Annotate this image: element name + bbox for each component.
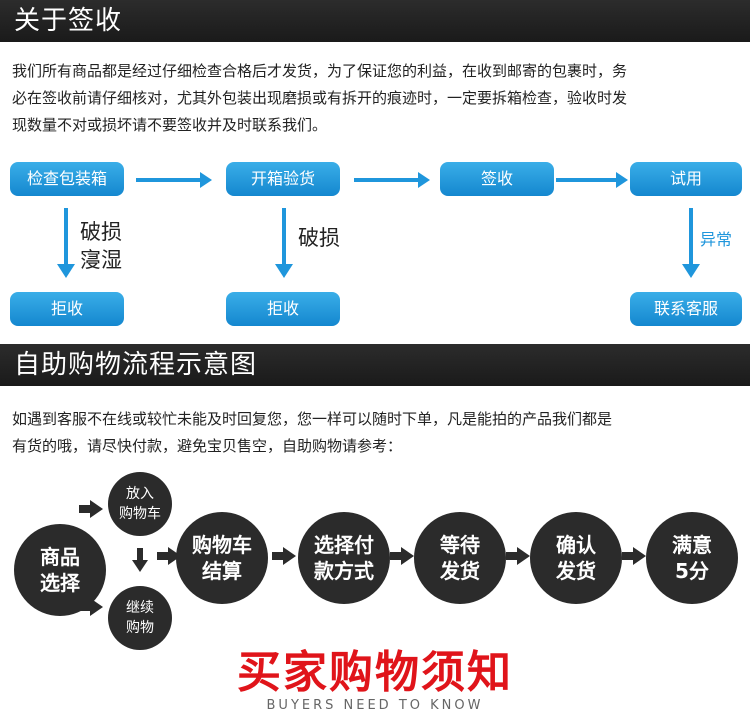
circle-text: 款方式: [314, 559, 374, 583]
section-title-sign: 关于签收: [14, 6, 123, 36]
arrow-right-icon: [556, 172, 628, 188]
circle-text: 发货: [440, 559, 480, 583]
circle-wait-shipping: 等待 发货: [414, 512, 506, 604]
sign-intro-line: 必在签收前请仔细核对，尤其外包装出现磨损或有拆开的痕迹时，一定要拆箱检查，验收时…: [12, 89, 628, 107]
note-line: 寖湿: [80, 248, 122, 272]
section-banner-sign: 关于签收: [0, 0, 750, 42]
damage-wet-note: 破损 寖湿: [80, 218, 122, 274]
sign-intro-line: 现数量不对或损坏请不要签收并及时联系我们。: [12, 116, 328, 134]
step-check-box: 检查包装箱: [10, 162, 124, 196]
circle-text: 发货: [556, 559, 596, 583]
arrow-right-icon: [272, 547, 296, 565]
circle-text: 商品: [40, 545, 80, 569]
circle-text: 结算: [202, 559, 242, 583]
result-reject: 拒收: [10, 292, 124, 326]
step-open-inspect: 开箱验货: [226, 162, 340, 196]
circle-continue-shopping: 继续 购物: [108, 586, 172, 650]
result-reject: 拒收: [226, 292, 340, 326]
section-banner-self-service: 自助购物流程示意图: [0, 344, 750, 386]
sign-intro: 我们所有商品都是经过仔细检查合格后才发货，为了保证您的利益，在收到邮寄的包裹时，…: [12, 58, 740, 139]
circle-choose-payment: 选择付 款方式: [298, 512, 390, 604]
result-contact-service: 联系客服: [630, 292, 742, 326]
circle-text: 等待: [440, 533, 480, 557]
circle-text: 放入: [126, 486, 154, 502]
circle-text: 5分: [675, 559, 709, 583]
arrow-right-icon: [622, 547, 646, 565]
circle-text: 选择: [40, 571, 80, 595]
self-service-intro-line: 有货的哦，请尽快付款，避免宝贝售空，自助购物请参考：: [12, 437, 403, 455]
arrow-down-icon: [275, 208, 293, 278]
step-sign: 签收: [440, 162, 554, 196]
circle-text: 购物车: [192, 533, 252, 557]
circle-add-to-cart: 放入 购物车: [108, 472, 172, 536]
step-trial: 试用: [630, 162, 742, 196]
circle-text: 购物: [126, 620, 154, 636]
arrow-right-icon: [79, 598, 103, 616]
circle-text: 选择付: [314, 533, 374, 557]
buyer-notice-subtitle: BUYERS NEED TO KNOW: [266, 698, 484, 713]
abnormal-note: 异常: [700, 230, 733, 249]
section-title-self-service: 自助购物流程示意图: [14, 350, 258, 380]
arrow-right-icon: [136, 172, 212, 188]
arrow-down-icon: [57, 208, 75, 278]
sign-intro-line: 我们所有商品都是经过仔细检查合格后才发货，为了保证您的利益，在收到邮寄的包裹时，…: [12, 62, 628, 80]
circle-confirm-delivery: 确认 发货: [530, 512, 622, 604]
arrow-right-icon: [354, 172, 430, 188]
self-service-intro: 如遇到客服不在线或较忙未能及时回复您，您一样可以随时下单，凡是能拍的产品我们都是…: [12, 406, 740, 460]
buyer-notice-title: 买家购物须知: [237, 647, 513, 698]
arrow-right-icon: [390, 547, 414, 565]
arrow-down-icon: [132, 548, 148, 572]
arrow-down-icon: [682, 208, 700, 278]
damage-note: 破损: [298, 226, 340, 250]
note-line: 破损: [80, 220, 122, 244]
arrow-right-icon: [79, 500, 103, 518]
circle-text: 满意: [672, 533, 712, 557]
arrow-right-icon: [506, 547, 530, 565]
circle-text: 确认: [556, 533, 596, 557]
circle-text: 继续: [126, 600, 154, 616]
circle-select-product: 商品 选择: [14, 524, 106, 616]
circle-rate-five-stars: 满意 5分: [646, 512, 738, 604]
circle-text: 购物车: [119, 506, 161, 522]
self-service-intro-line: 如遇到客服不在线或较忙未能及时回复您，您一样可以随时下单，凡是能拍的产品我们都是: [12, 410, 613, 428]
circle-cart-checkout: 购物车 结算: [176, 512, 268, 604]
